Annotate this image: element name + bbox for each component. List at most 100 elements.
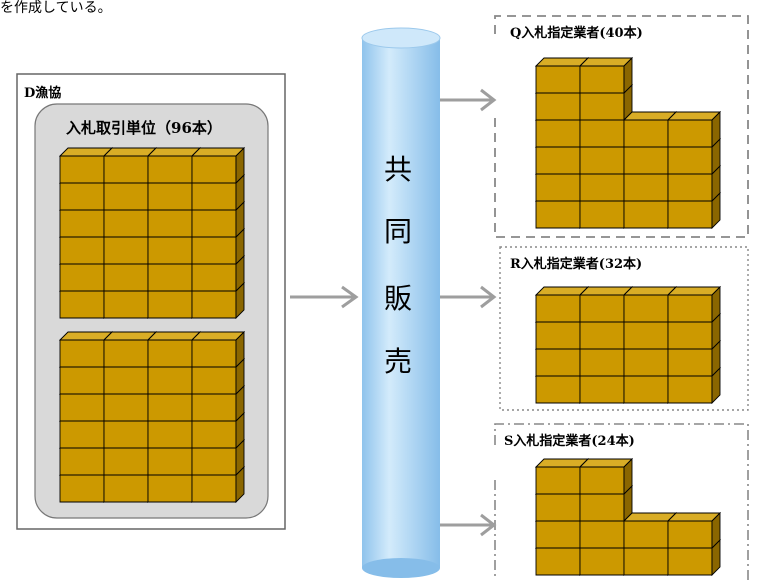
crate-front	[667, 321, 713, 350]
crate-front	[579, 493, 625, 522]
crate-front	[147, 474, 193, 503]
crate-top	[58, 147, 114, 157]
s-back-crate	[578, 457, 634, 496]
buyer-r-label: R入札指定業者(32本)	[510, 257, 643, 272]
crate-top	[666, 111, 722, 121]
crate-top	[578, 458, 634, 468]
crate-top	[622, 111, 678, 121]
crate-top	[102, 331, 158, 341]
crate-front	[535, 466, 581, 495]
crate-front	[103, 290, 149, 319]
crate-front	[623, 321, 669, 350]
crate-side	[711, 511, 721, 550]
crate-front	[59, 393, 105, 422]
crate-front	[147, 366, 193, 395]
crate-front	[579, 119, 625, 148]
crate-front	[579, 547, 625, 576]
crate-side	[711, 110, 721, 149]
crate-top	[146, 147, 202, 157]
pillar-char-2: 同	[384, 215, 413, 248]
crate-front	[103, 263, 149, 292]
crate-top	[534, 286, 590, 296]
crate-front	[191, 263, 237, 292]
crate-front	[579, 200, 625, 229]
crate-front	[623, 146, 669, 175]
crate-front	[103, 182, 149, 211]
crate-front	[147, 339, 193, 368]
crate-front	[623, 348, 669, 377]
crate-front	[623, 294, 669, 323]
crate-top	[190, 147, 246, 157]
crate-front	[535, 493, 581, 522]
crate-front	[535, 294, 581, 323]
crate-front	[103, 236, 149, 265]
crate-front	[147, 447, 193, 476]
crate-front	[191, 447, 237, 476]
crate-front	[535, 547, 581, 576]
crate-front	[59, 447, 105, 476]
crate-front	[535, 348, 581, 377]
crate-front	[147, 263, 193, 292]
crate-front	[667, 200, 713, 229]
crate-front	[667, 520, 713, 549]
crate-front	[147, 209, 193, 238]
crate-front	[103, 420, 149, 449]
crate-top	[146, 331, 202, 341]
crate-front	[191, 182, 237, 211]
r-crate	[666, 285, 722, 324]
crate-front	[579, 294, 625, 323]
crate-top	[578, 57, 634, 67]
crate-front	[103, 474, 149, 503]
pillar-char-1: 共	[384, 153, 413, 186]
crate-front	[59, 182, 105, 211]
arrow-to-q-head	[480, 88, 497, 112]
crate-front	[535, 520, 581, 549]
crate-front	[191, 209, 237, 238]
crate-front	[59, 366, 105, 395]
buyer-r-box	[499, 246, 749, 411]
arrow-to-pillar-head	[341, 285, 359, 309]
crate-side	[235, 146, 245, 185]
crate-front	[59, 290, 105, 319]
crate-front	[535, 92, 581, 121]
crate-top	[58, 331, 114, 341]
joint-sales-pillar	[361, 27, 441, 578]
crate-front	[191, 393, 237, 422]
crate-front	[59, 209, 105, 238]
crate-front	[535, 321, 581, 350]
crate-front	[667, 348, 713, 377]
arrows	[290, 88, 497, 537]
crate-front	[59, 420, 105, 449]
buyer-s-label: S入札指定業者(24本)	[504, 434, 635, 449]
crate-top	[666, 512, 722, 522]
crate-front	[579, 65, 625, 94]
crate-top	[102, 147, 158, 157]
crate-front	[667, 375, 713, 404]
crate-front	[579, 348, 625, 377]
crate-top	[622, 286, 678, 296]
crate-side	[711, 285, 721, 324]
coop-bottom-crate	[190, 330, 246, 369]
arrow-to-r-head	[480, 285, 497, 309]
top-text-fragment: を作成している。	[0, 0, 112, 16]
crate-front	[191, 366, 237, 395]
s-front-crate	[666, 511, 722, 550]
fishery-coop-title: D漁協	[24, 86, 62, 101]
crate-front	[535, 146, 581, 175]
crate-front	[667, 294, 713, 323]
crate-front	[579, 466, 625, 495]
crate-front	[103, 155, 149, 184]
crate-front	[535, 375, 581, 404]
crate-front	[191, 339, 237, 368]
crate-top	[578, 286, 634, 296]
crate-front	[579, 321, 625, 350]
pillar-char-3: 販	[384, 282, 413, 315]
crate-front	[579, 520, 625, 549]
crate-front	[103, 209, 149, 238]
crate-front	[103, 393, 149, 422]
crate-front	[535, 119, 581, 148]
crate-side	[623, 56, 633, 95]
crate-front	[579, 92, 625, 121]
crate-top	[534, 57, 590, 67]
